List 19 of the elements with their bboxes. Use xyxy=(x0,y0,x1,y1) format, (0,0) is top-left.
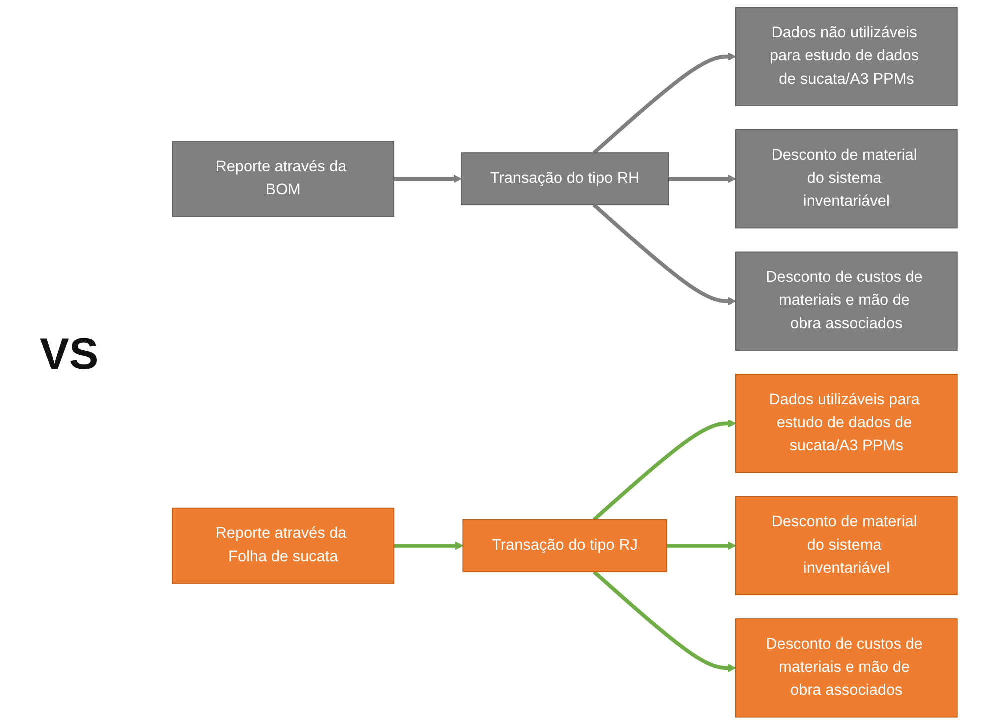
arrow xyxy=(394,174,462,184)
node-box: Reporte através da Folha de sucata xyxy=(172,508,395,584)
arrow xyxy=(592,52,736,155)
node-box: Desconto de material do sistema inventariável xyxy=(735,496,958,596)
node-box: Reporte através da BOM xyxy=(172,141,395,218)
node-box: Desconto de custos de materiais e mão de obra associados xyxy=(735,252,958,351)
arrow xyxy=(592,204,736,306)
node-box: Desconto de custos de materiais e mão de obra associados xyxy=(735,618,958,718)
node-box: Transação do tipo RJ xyxy=(462,519,668,572)
node-box: Desconto de material do sistema inventariável xyxy=(735,130,958,229)
arrow xyxy=(668,174,736,184)
node-box: Transação do tipo RH xyxy=(461,152,669,206)
arrow xyxy=(592,419,736,522)
arrow xyxy=(592,570,736,672)
arrow xyxy=(394,542,464,550)
versus-label: VS xyxy=(40,330,99,380)
node-box: Dados não utilizáveis para estudo de dados de sucata/A3 PPMs xyxy=(735,7,958,106)
arrow xyxy=(666,542,736,550)
node-box: Dados utilizáveis para estudo de dados de sucata/A3 PPMs xyxy=(735,374,958,474)
